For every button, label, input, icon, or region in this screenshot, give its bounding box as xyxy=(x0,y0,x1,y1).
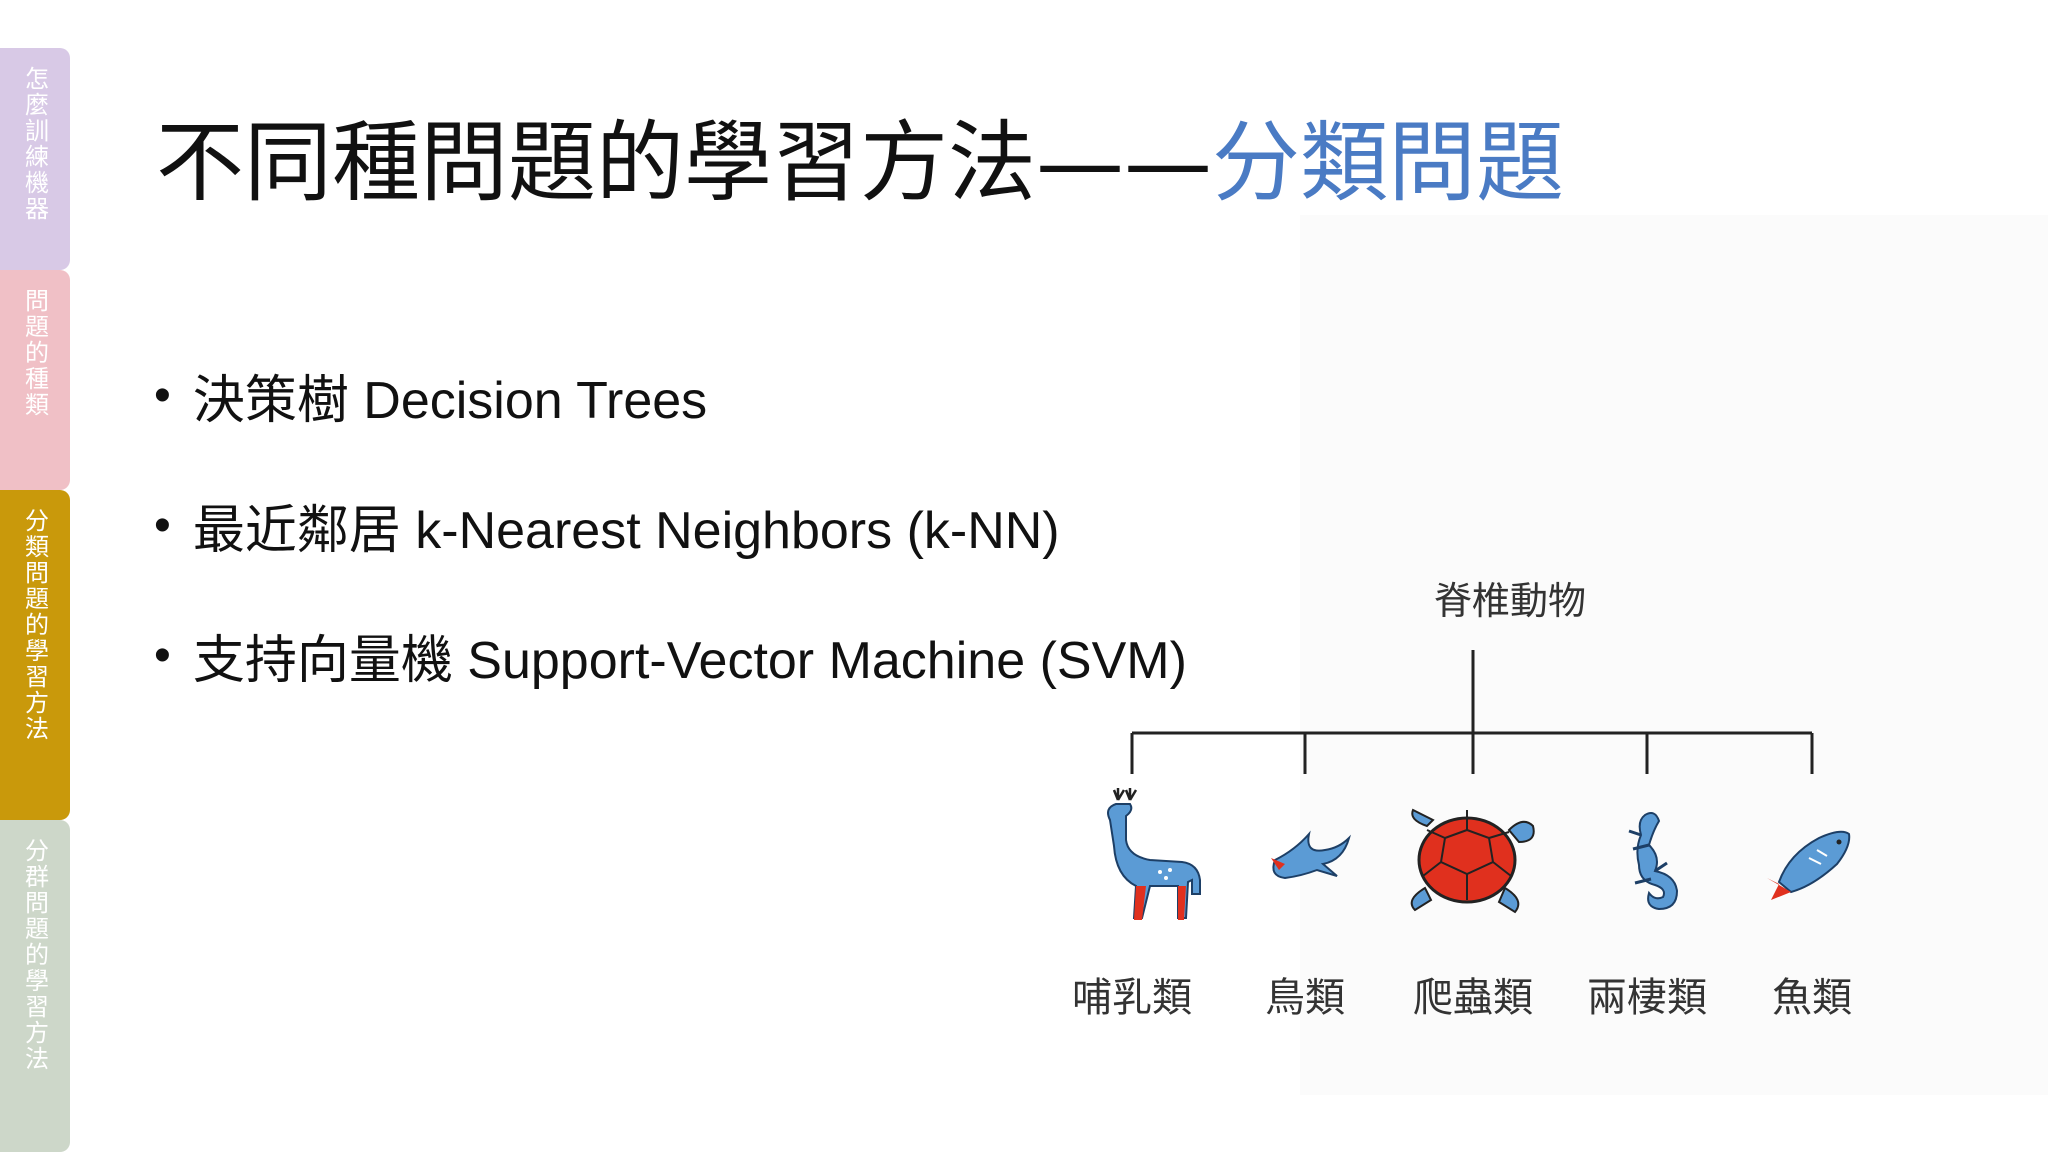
slide-title: 不同種問題的學習方法——分類問題 xyxy=(156,108,1564,218)
fish-icon xyxy=(1767,830,1851,900)
bullet-dot-icon: • xyxy=(154,368,171,422)
tab-clustering-methods[interactable]: 分群問題的學習方法 xyxy=(0,820,70,1152)
leaf-label-amphibian: 兩棲類 xyxy=(1587,975,1707,1021)
title-main: 不同種問題的學習方法—— xyxy=(156,111,1213,214)
swallow-icon xyxy=(1271,830,1351,880)
leaf-label-bird: 鳥類 xyxy=(1265,975,1345,1021)
bullet-item: • 決策樹 Decision Trees xyxy=(150,330,1187,460)
tab-label: 分群問題的學習方法 xyxy=(20,838,49,1072)
bullet-dot-icon: • xyxy=(154,628,171,682)
bullet-text: 決策樹 Decision Trees xyxy=(192,371,708,430)
leaf-label-reptile: 爬蟲類 xyxy=(1413,975,1533,1021)
section-tabs: 怎麼訓練機器 問題的種類 分類問題的學習方法 分群問題的學習方法 xyxy=(0,48,70,1152)
tab-label: 怎麼訓練機器 xyxy=(20,66,49,222)
bullet-item: • 最近鄰居 k-Nearest Neighbors (k-NN) xyxy=(150,460,1187,590)
bullet-dot-icon: • xyxy=(154,498,171,552)
taxonomy-diagram: 脊椎動物 xyxy=(1060,570,1960,1040)
leaf-label-mammal: 哺乳類 xyxy=(1072,975,1192,1021)
diagram-root-label: 脊椎動物 xyxy=(1433,579,1586,623)
tab-problem-types[interactable]: 問題的種類 xyxy=(0,270,70,490)
tab-label: 問題的種類 xyxy=(20,288,49,418)
bullet-list: • 決策樹 Decision Trees • 最近鄰居 k-Nearest Ne… xyxy=(150,330,1187,720)
turtle-icon xyxy=(1410,808,1535,914)
bullet-text: 支持向量機 Support-Vector Machine (SVM) xyxy=(192,631,1187,690)
tab-label: 分類問題的學習方法 xyxy=(20,508,49,742)
title-accent: 分類問題 xyxy=(1212,111,1565,214)
tab-classification-methods[interactable]: 分類問題的學習方法 xyxy=(0,490,70,820)
bullet-text: 最近鄰居 k-Nearest Neighbors (k-NN) xyxy=(192,501,1060,560)
tab-how-to-train[interactable]: 怎麼訓練機器 xyxy=(0,48,70,270)
salamander-icon xyxy=(1628,812,1679,911)
diagram-background xyxy=(1300,215,2048,1095)
bullet-item: • 支持向量機 Support-Vector Machine (SVM) xyxy=(150,590,1187,720)
tree-lines xyxy=(1107,650,1851,920)
leaf-label-fish: 魚類 xyxy=(1772,975,1852,1021)
deer-icon xyxy=(1107,788,1201,920)
